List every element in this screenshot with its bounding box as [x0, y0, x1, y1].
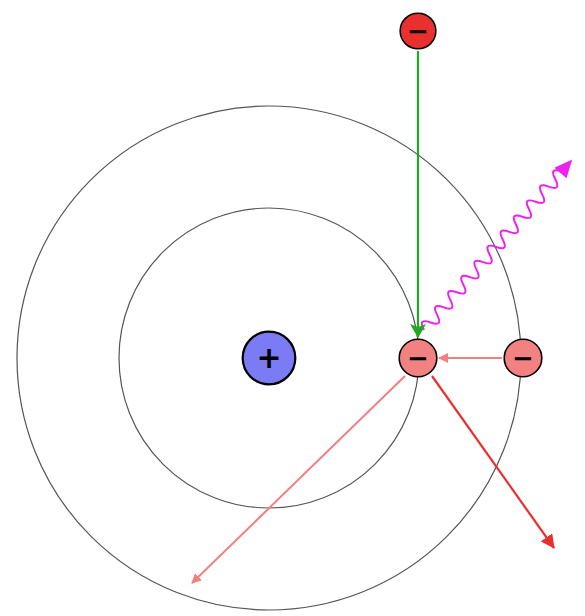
transition-path — [439, 357, 502, 359]
incident-path — [417, 51, 419, 337]
auger-electron-path — [192, 376, 405, 583]
charge-sign: − — [503, 338, 543, 378]
outer-electron: − — [503, 338, 543, 378]
emitted-photon — [418, 154, 578, 335]
inner-shell — [119, 208, 419, 508]
inner-electron: − — [398, 338, 438, 378]
charge-sign: − — [398, 338, 438, 378]
nucleus: + — [241, 330, 297, 386]
charge-sign: − — [399, 12, 437, 50]
outer-shell — [17, 106, 521, 610]
incident-electron: − — [399, 12, 437, 50]
scattered-electron-path — [432, 376, 554, 548]
charge-sign: + — [241, 330, 297, 386]
